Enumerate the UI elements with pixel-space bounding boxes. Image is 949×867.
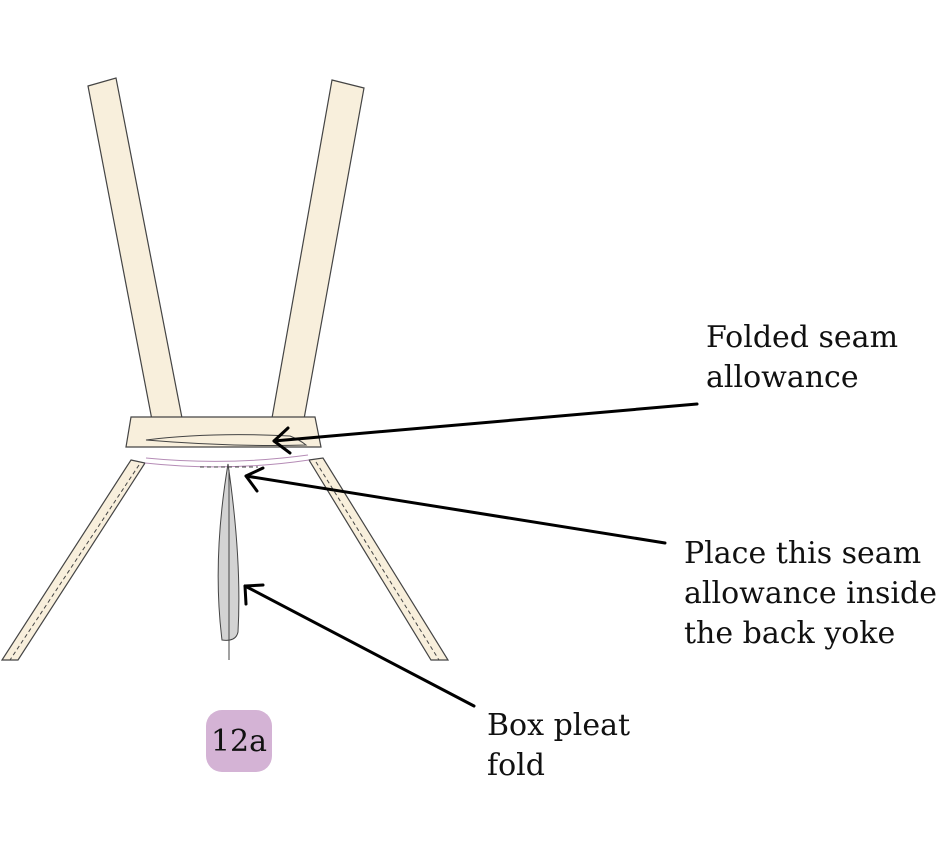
back-yoke xyxy=(125,416,322,448)
right-strap xyxy=(271,79,365,420)
label-place-seam-allowance: Place this seam allowance inside the bac… xyxy=(684,534,937,654)
right-panel-stitch xyxy=(315,461,440,661)
arrow-place-seam xyxy=(244,466,667,545)
label-folded-seam-allowance: Folded seam allowance xyxy=(706,318,898,398)
label-place-line-1: Place this seam xyxy=(684,536,922,571)
arrow-folded-seam xyxy=(272,402,699,455)
left-strap xyxy=(87,77,183,421)
label-pleat-line-1: Box pleat xyxy=(487,708,631,743)
label-place-line-2: allowance inside xyxy=(684,576,937,611)
label-folded-line-2: allowance xyxy=(706,360,859,395)
arrow-box-pleat xyxy=(243,583,476,708)
right-back-panel xyxy=(308,457,450,661)
label-folded-line-1: Folded seam xyxy=(706,320,899,355)
label-pleat-line-2: fold xyxy=(487,748,545,783)
back-seam-allowance-inner xyxy=(145,454,309,462)
step-badge: 12a xyxy=(206,710,272,772)
label-box-pleat-fold: Box pleat fold xyxy=(487,706,630,786)
label-place-line-3: the back yoke xyxy=(684,616,896,651)
left-back-panel xyxy=(0,459,146,661)
left-panel-stitch xyxy=(9,464,140,661)
